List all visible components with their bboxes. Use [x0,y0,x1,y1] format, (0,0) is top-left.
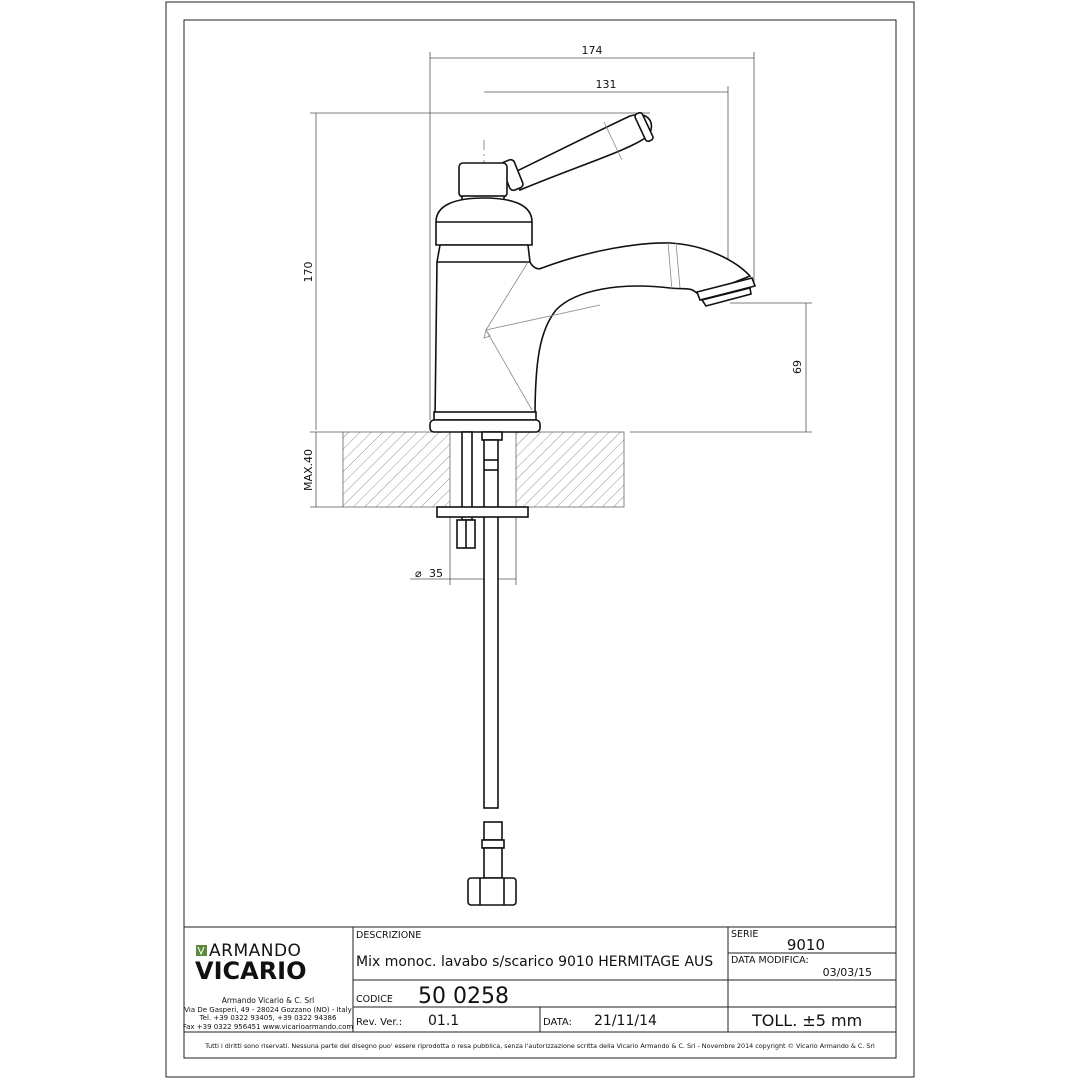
serie-label: SERIE [731,929,758,940]
logo-leaf-icon [196,945,207,956]
aerator [700,287,752,307]
base-ring [433,411,537,421]
faucet-drawing [429,111,757,906]
descrizione-label: DESCRIZIONE [356,930,421,941]
rev-value: 01.1 [428,1013,459,1029]
faucet-body-spout [434,242,752,419]
descrizione-value: Mix monoc. lavabo s/scarico 9010 HERMITA… [356,954,713,970]
dim-hole-diameter: 35 [429,567,443,580]
data-modifica-label: DATA MODIFICA: [731,955,809,966]
serie-value: 9010 [787,936,825,954]
construction-lines [485,242,681,411]
codice-value: 50 0258 [418,984,509,1009]
data-value: 21/11/14 [594,1013,657,1029]
data-modifica-value: 03/03/15 [823,966,872,979]
connector-ring [481,839,505,849]
countertop-left [342,431,451,508]
copyright-footer: Tutti i diritti sono riservati. Nessuna … [204,1042,875,1050]
supply-pipe [483,439,499,809]
countertop-right [515,431,625,508]
diameter-symbol: ⌀ [415,567,422,580]
company-tel: Tel. +39 0322 93405, +39 0322 94386 [199,1014,337,1022]
handle-end-cap [634,111,654,143]
handle-detail-line [603,121,623,161]
dim-overall-width: 174 [582,44,603,57]
connector-hex-nut [467,877,517,906]
company-name: Armando Vicario & C. Srl [222,996,315,1005]
countertop-section [342,431,625,508]
lever-handle [514,113,653,192]
fixing-plate [436,506,529,518]
tolerance: TOLL. ±5 mm [751,1011,862,1030]
logo-mark-icon [197,946,205,956]
company-fax: Fax +39 0322 956451 www.vicarioarmando.c… [183,1023,354,1031]
dim-height: 170 [302,262,315,283]
logo-line1: ARMANDO [209,941,301,961]
data-label: DATA: [543,1017,572,1028]
shank-nut [481,431,503,441]
outer-border [165,1,915,1078]
dim-max-deck: MAX.40 [302,449,315,491]
rev-label: Rev. Ver.: [356,1017,402,1028]
inner-frame [183,19,897,1059]
codice-label: CODICE [356,994,393,1005]
title-block: ARMANDO VICARIO Armando Vicario & C. Srl… [183,926,896,1050]
base-flange [429,419,541,433]
dim-spout-height: 69 [791,360,804,374]
cartridge-knob [458,162,508,198]
construction-point [483,329,491,339]
company-logo: ARMANDO VICARIO [195,941,307,985]
aerator-ring [695,277,757,301]
dimensions: 174 131 170 69 MAX.40 ⌀ 35 [302,44,812,585]
connector-body [483,847,503,879]
dim-spout-reach: 131 [596,78,617,91]
company-address: Via De Gasperi, 49 - 28024 Gozzano (NO) … [184,1006,351,1014]
logo-line2: VICARIO [195,957,307,985]
connector-fitting [483,821,503,841]
